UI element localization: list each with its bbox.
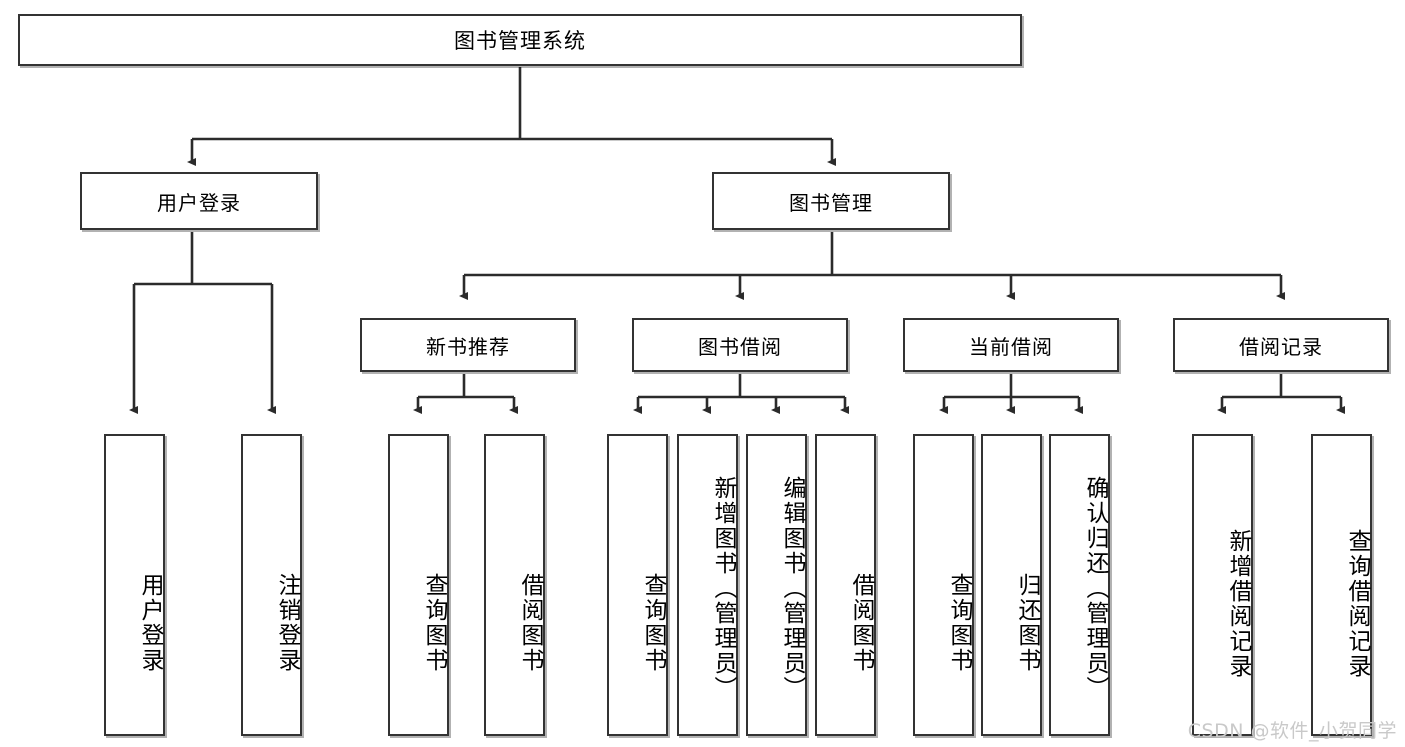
node-label: 图书借阅 [698, 334, 782, 359]
node-label: 借阅图书 [517, 573, 543, 673]
node-borrow-records[interactable]: 借阅记录 [1173, 318, 1389, 372]
node-book-management[interactable]: 图书管理 [712, 172, 950, 230]
node-leaf-confirm-return-admin[interactable]: 确认归还（管理员） [1049, 434, 1110, 736]
node-label: 新书推荐 [426, 334, 510, 359]
node-label: 归还图书 [1014, 573, 1040, 673]
node-leaf-add-book-admin[interactable]: 新增图书（管理员） [677, 434, 738, 736]
node-leaf-edit-book-admin[interactable]: 编辑图书（管理员） [746, 434, 807, 736]
node-root-library-system[interactable]: 图书管理系统 [18, 14, 1022, 66]
node-label: 查询图书 [421, 573, 447, 673]
node-leaf-query-books-rec[interactable]: 查询图书 [388, 434, 449, 736]
node-label: 借阅图书 [848, 573, 874, 673]
node-label: 当前借阅 [969, 334, 1053, 359]
node-user-login[interactable]: 用户登录 [80, 172, 318, 230]
node-new-book-recommend[interactable]: 新书推荐 [360, 318, 576, 372]
watermark-text: CSDN @软件_小贺同学 [1187, 720, 1397, 742]
node-leaf-borrow-books-borrow[interactable]: 借阅图书 [815, 434, 876, 736]
node-leaf-query-borrow-record[interactable]: 查询借阅记录 [1311, 434, 1372, 736]
node-label: 注销登录 [274, 573, 300, 673]
node-label: 图书管理 [789, 190, 873, 215]
node-label: 借阅记录 [1239, 334, 1323, 359]
node-leaf-query-books-current[interactable]: 查询图书 [913, 434, 974, 736]
node-label: 图书管理系统 [454, 29, 586, 53]
node-leaf-user-login[interactable]: 用户登录 [104, 434, 165, 736]
node-label: 新增借阅记录 [1225, 529, 1251, 679]
node-current-borrow[interactable]: 当前借阅 [903, 318, 1119, 372]
node-label: 查询图书 [946, 573, 972, 673]
node-leaf-add-borrow-record[interactable]: 新增借阅记录 [1192, 434, 1253, 736]
node-leaf-query-books-borrow[interactable]: 查询图书 [607, 434, 668, 736]
node-label: 用户登录 [137, 573, 163, 673]
node-label: 查询图书 [640, 573, 666, 673]
node-label: 用户登录 [157, 190, 241, 215]
node-leaf-return-books[interactable]: 归还图书 [981, 434, 1042, 736]
node-leaf-borrow-books-rec[interactable]: 借阅图书 [484, 434, 545, 736]
node-label: 新增图书（管理员） [710, 475, 736, 701]
node-label: 编辑图书（管理员） [779, 475, 805, 701]
node-label: 确认归还（管理员） [1082, 475, 1108, 701]
node-leaf-logout[interactable]: 注销登录 [241, 434, 302, 736]
node-label: 查询借阅记录 [1344, 529, 1370, 679]
node-book-borrow[interactable]: 图书借阅 [632, 318, 848, 372]
